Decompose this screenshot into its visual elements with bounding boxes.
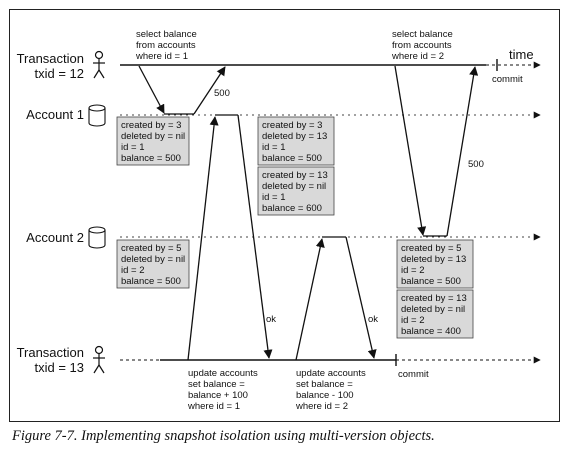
read-account2-arrows [394, 65, 479, 237]
svg-text:balance = 600: balance = 600 [262, 203, 322, 214]
svg-text:created by = 5: created by = 5 [121, 243, 181, 254]
svg-text:created by = 13: created by = 13 [401, 293, 467, 304]
account2-new-version-box: created by = 13 deleted by = nil id = 2 … [396, 289, 474, 339]
svg-text:created by = 3: created by = 3 [121, 120, 181, 131]
account1-database-icon [88, 104, 106, 127]
account2-initial-version-box: created by = 5 deleted by = nil id = 2 b… [116, 239, 190, 289]
svg-text:id = 2: id = 2 [121, 265, 145, 276]
account2-old-version-box: created by = 5 deleted by = 13 id = 2 ba… [396, 239, 474, 289]
svg-text:deleted by = nil: deleted by = nil [121, 131, 185, 142]
svg-text:balance = 500: balance = 500 [262, 153, 322, 164]
svg-text:where id = 2: where id = 2 [295, 401, 348, 412]
value-500-account1: 500 [214, 88, 230, 99]
svg-text:set balance =: set balance = [188, 379, 245, 390]
ok-label-1: ok [266, 314, 276, 325]
svg-text:balance - 100: balance - 100 [296, 390, 354, 401]
svg-text:balance = 500: balance = 500 [121, 276, 181, 287]
tx12-label-line1: Transaction [17, 51, 84, 66]
svg-text:id = 2: id = 2 [401, 265, 425, 276]
svg-text:id = 1: id = 1 [121, 142, 145, 153]
tx13-person-icon [93, 345, 105, 374]
tx13-label-line2: txid = 13 [34, 360, 84, 375]
svg-text:deleted by = 13: deleted by = 13 [401, 254, 466, 265]
svg-text:created by = 3: created by = 3 [262, 120, 322, 131]
ok-label-2: ok [368, 314, 378, 325]
figure-caption: Figure 7-7. Implementing snapshot isolat… [12, 428, 435, 444]
update-account1-text: update accounts set balance = balance + … [187, 368, 258, 412]
update-account2-text: update accounts set balance = balance - … [295, 368, 366, 412]
svg-text:deleted by = nil: deleted by = nil [262, 181, 326, 192]
tx13-commit-label: commit [398, 369, 429, 380]
svg-text:select balance: select balance [392, 29, 453, 40]
svg-text:deleted by = 13: deleted by = 13 [262, 131, 327, 142]
tx13-label-line1: Transaction [17, 345, 84, 360]
read-account1-arrows [138, 65, 226, 115]
svg-text:where id = 2: where id = 2 [391, 51, 444, 62]
svg-text:from accounts: from accounts [136, 40, 196, 51]
svg-text:id = 2: id = 2 [401, 315, 425, 326]
update-account1-arrows [187, 114, 273, 361]
svg-text:deleted by = nil: deleted by = nil [401, 304, 465, 315]
svg-text:where id = 1: where id = 1 [135, 51, 188, 62]
account2-label: Account 2 [26, 230, 84, 245]
value-500-account2: 500 [468, 159, 484, 170]
svg-text:set balance =: set balance = [296, 379, 353, 390]
query-account2: select balance from accounts where id = … [391, 29, 453, 62]
svg-text:where id = 1: where id = 1 [187, 401, 240, 412]
figure-frame [9, 9, 560, 422]
account1-old-version-box: created by = 3 deleted by = 13 id = 1 ba… [257, 116, 335, 166]
tx12-person-icon [93, 50, 105, 79]
svg-text:created by = 5: created by = 5 [401, 243, 461, 254]
tx12-label-line2: txid = 12 [34, 66, 84, 81]
svg-text:created by = 13: created by = 13 [262, 170, 328, 181]
svg-text:balance = 500: balance = 500 [401, 276, 461, 287]
query-account1: select balance from accounts where id = … [135, 29, 197, 62]
account1-label: Account 1 [26, 107, 84, 122]
account1-initial-version-box: created by = 3 deleted by = nil id = 1 b… [116, 116, 190, 166]
svg-text:id = 1: id = 1 [262, 192, 286, 203]
svg-text:id = 1: id = 1 [262, 142, 286, 153]
svg-text:select balance: select balance [136, 29, 197, 40]
account1-new-version-box: created by = 13 deleted by = nil id = 1 … [257, 166, 335, 216]
svg-text:update accounts: update accounts [188, 368, 258, 379]
tx12-commit-label: commit [492, 74, 523, 85]
account2-database-icon [88, 226, 106, 249]
update-account2-arrows [295, 236, 377, 361]
svg-text:balance = 400: balance = 400 [401, 326, 461, 337]
svg-text:update accounts: update accounts [296, 368, 366, 379]
svg-text:balance = 500: balance = 500 [121, 153, 181, 164]
svg-text:deleted by = nil: deleted by = nil [121, 254, 185, 265]
time-label: time [509, 47, 534, 62]
svg-text:from accounts: from accounts [392, 40, 452, 51]
svg-text:balance + 100: balance + 100 [188, 390, 248, 401]
